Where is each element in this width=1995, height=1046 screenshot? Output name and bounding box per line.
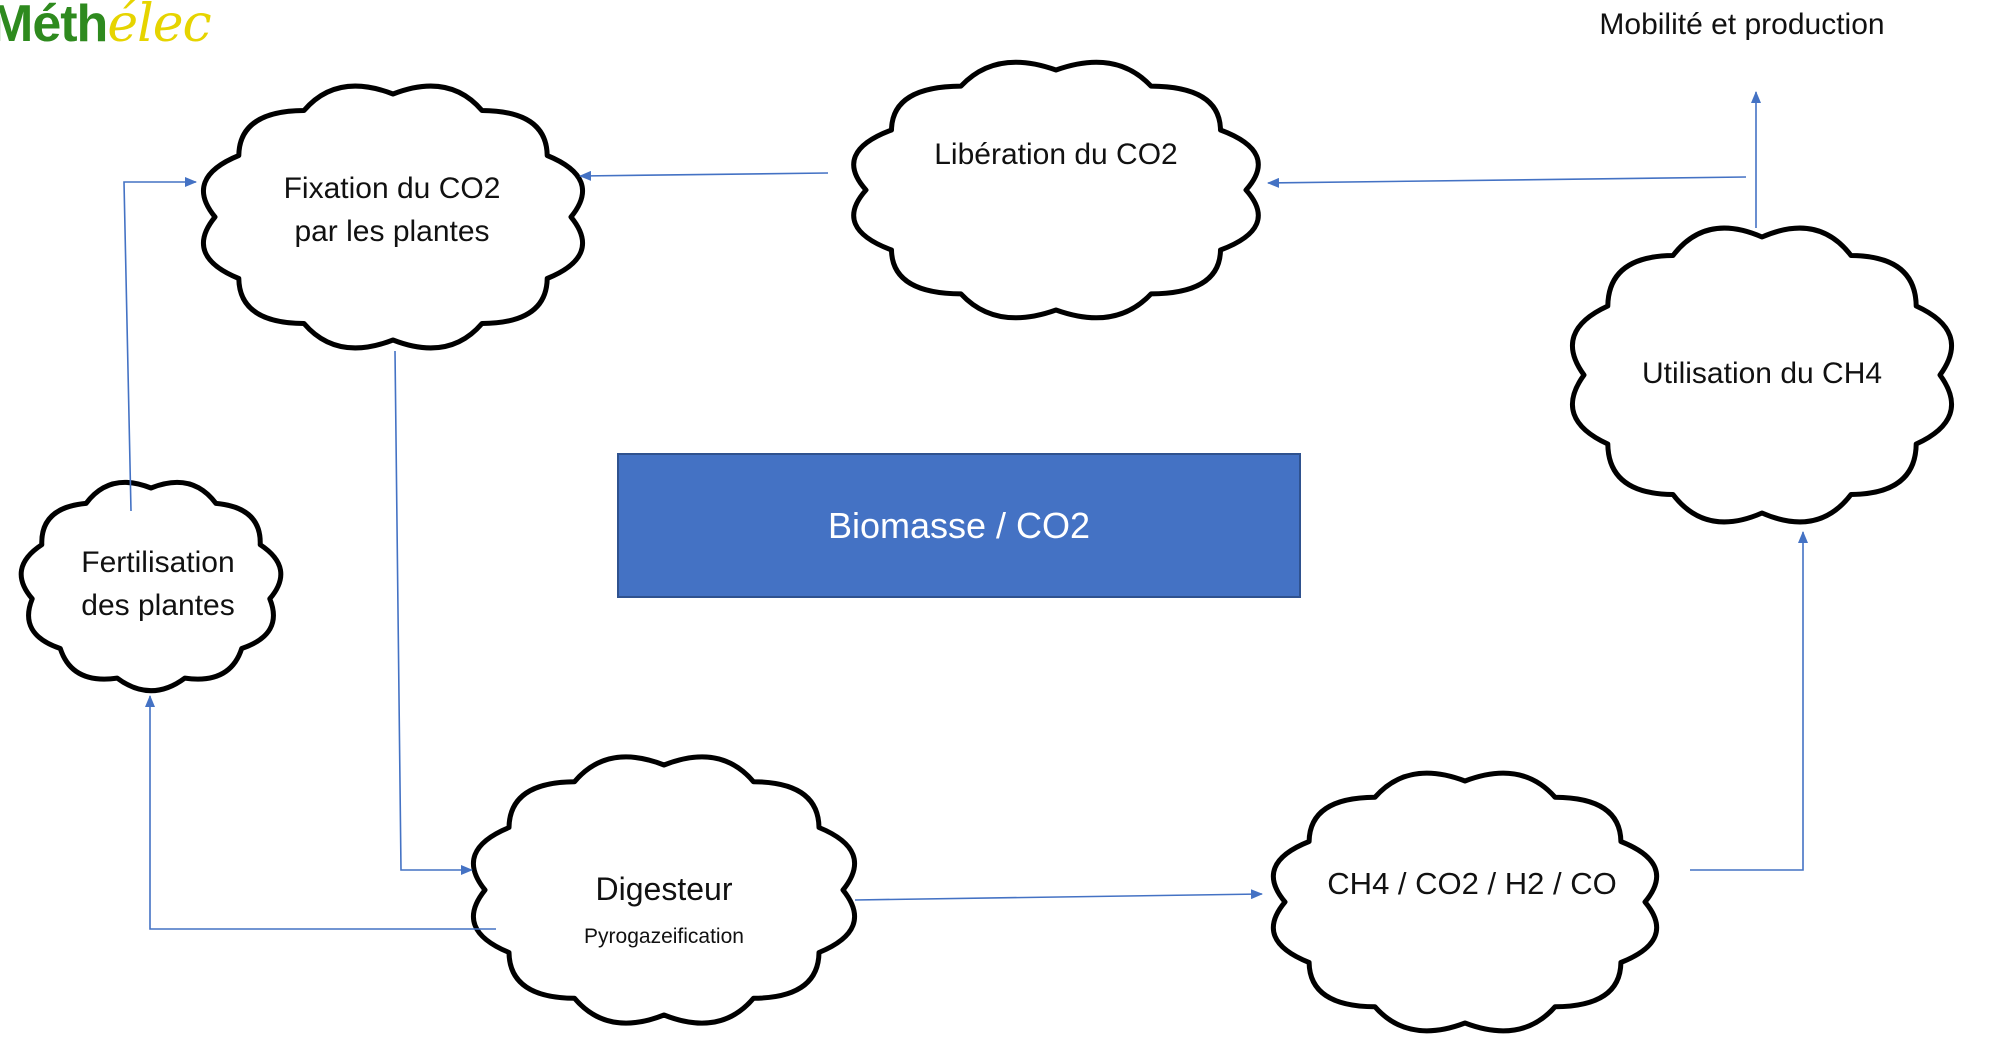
liberation-cloud	[851, 59, 1261, 321]
arrow-digesteur-to-fertilisation	[145, 695, 496, 930]
fertilisation-label: Fertilisation des plantes	[81, 546, 235, 622]
gas-mix-label: CH4 / CO2 / H2 / CO	[1327, 866, 1617, 901]
arrow-digesteur-to-gas-mix	[854, 889, 1263, 901]
fixation-label: Fixation du CO2 par les plantes	[283, 172, 501, 248]
biomasse-label: Biomasse / CO2	[827, 504, 1091, 546]
fixation-cloud	[201, 83, 585, 351]
digesteur-cloud	[471, 754, 857, 1026]
gas-mix-cloud	[1270, 770, 1660, 1034]
utilisation-label: Utilisation du CH4	[1641, 357, 1883, 390]
arrow-gas-mix-to-utilisation	[1690, 531, 1808, 871]
digesteur-sublabel: Pyrogazeification	[584, 925, 744, 948]
mobilite-output-label: Mobilité et production	[1599, 8, 1885, 41]
utilisation-cloud	[1569, 225, 1955, 525]
arrow-fixation-to-digesteur	[394, 350, 473, 875]
arrow-utilisation-to-liberation	[1267, 176, 1747, 188]
fertilisation-cloud	[18, 479, 284, 694]
arrow-fertilisation-to-fixation	[123, 177, 197, 512]
biomasse-box: Biomasse / CO2	[617, 453, 1301, 598]
liberation-label: Libération du CO2	[934, 138, 1178, 171]
methelec-logo: Méthélec	[0, 0, 212, 54]
digesteur-label: Digesteur	[595, 871, 733, 907]
arrow-liberation-to-fixation	[579, 170, 829, 181]
